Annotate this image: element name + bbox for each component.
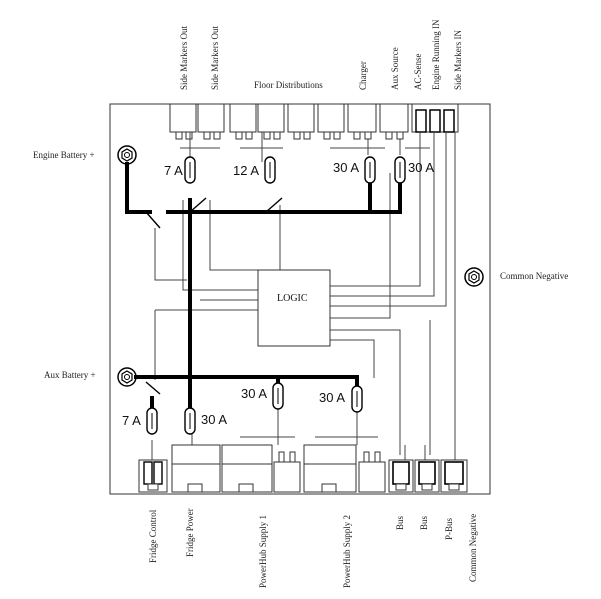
connector-sense-block <box>411 103 459 133</box>
relay-contacts <box>145 197 283 395</box>
label-powerhub-supply-2: PowerHub Supply 2 <box>342 515 352 588</box>
label-floor-distributions: Floor Distributions <box>254 80 323 90</box>
fuse-4-rating: 30 A <box>408 160 434 175</box>
fuse-8-rating: 30 A <box>201 412 227 427</box>
fuse-1-rating: 7 A <box>164 163 183 178</box>
connector-small-mid <box>273 451 301 493</box>
label-engine-battery: Engine Battery + <box>33 150 95 160</box>
logic-box <box>257 269 331 347</box>
label-p-bus: P-Bus <box>444 517 454 540</box>
label-bus-1: Bus <box>395 515 405 530</box>
label-engine-running-in: Engine Running IN <box>431 19 441 90</box>
label-charger: Charger <box>358 61 368 90</box>
fuse-6 <box>351 385 363 413</box>
fuse-5-rating: 30 A <box>241 386 267 401</box>
connector-powerhub-supply-1 <box>221 444 273 493</box>
fuse-1 <box>184 156 196 184</box>
label-fridge-power: Fridge Power <box>185 508 195 557</box>
fuse-2 <box>264 156 276 184</box>
connector-fridge-control <box>138 459 168 493</box>
connector-powerhub-supply-2 <box>303 444 357 493</box>
fuse-3-rating: 30 A <box>333 160 359 175</box>
label-side-markers-in: Side Markers IN <box>453 30 463 90</box>
top-connector-row <box>169 103 459 140</box>
label-ac-sense: AC-Sense <box>413 53 423 90</box>
bus-bars <box>125 162 402 414</box>
fuse-4 <box>394 156 406 184</box>
fuse-7 <box>146 407 158 435</box>
fuse-3 <box>364 156 376 184</box>
fuse-5 <box>272 382 284 410</box>
fuse-6-rating: 30 A <box>319 390 345 405</box>
label-aux-battery: Aux Battery + <box>44 370 96 380</box>
label-common-negative-terminal: Common Negative <box>500 271 568 281</box>
terminal-common-negative <box>464 267 484 287</box>
connector-floor-distribution-2 <box>257 103 285 140</box>
logic-label: LOGIC <box>277 293 308 304</box>
connector-floor-distribution-4 <box>317 103 345 140</box>
connector-bus-1 <box>388 459 414 493</box>
bottom-connector-row <box>138 444 468 493</box>
connector-side-markers-out-2 <box>197 103 225 140</box>
connector-p-bus-common-negative <box>440 459 468 493</box>
label-fridge-control: Fridge Control <box>148 509 158 563</box>
signal-wires <box>151 132 456 460</box>
label-aux-source: Aux Source <box>390 47 400 90</box>
fuse-2-rating: 12 A <box>233 163 259 178</box>
connector-side-markers-out-1 <box>169 103 197 140</box>
label-side-markers-out-1: Side Markers Out <box>179 26 189 90</box>
label-powerhub-supply-1: PowerHub Supply 1 <box>258 515 268 588</box>
connector-small-right <box>358 451 386 493</box>
terminal-aux-battery <box>117 367 137 387</box>
connector-fridge-power <box>171 444 221 493</box>
connector-charger <box>347 103 377 140</box>
connector-floor-distribution-1 <box>229 103 257 140</box>
fuse-8 <box>184 407 196 435</box>
label-side-markers-out-2: Side Markers Out <box>210 26 220 90</box>
connector-aux-source <box>379 103 409 140</box>
terminal-engine-battery <box>117 145 137 165</box>
label-common-negative-bottom: Common Negative <box>468 514 478 582</box>
connector-floor-distribution-3 <box>287 103 315 140</box>
label-bus-2: Bus <box>419 515 429 530</box>
connector-bus-2 <box>414 459 440 493</box>
fuse-7-rating: 7 A <box>122 413 141 428</box>
